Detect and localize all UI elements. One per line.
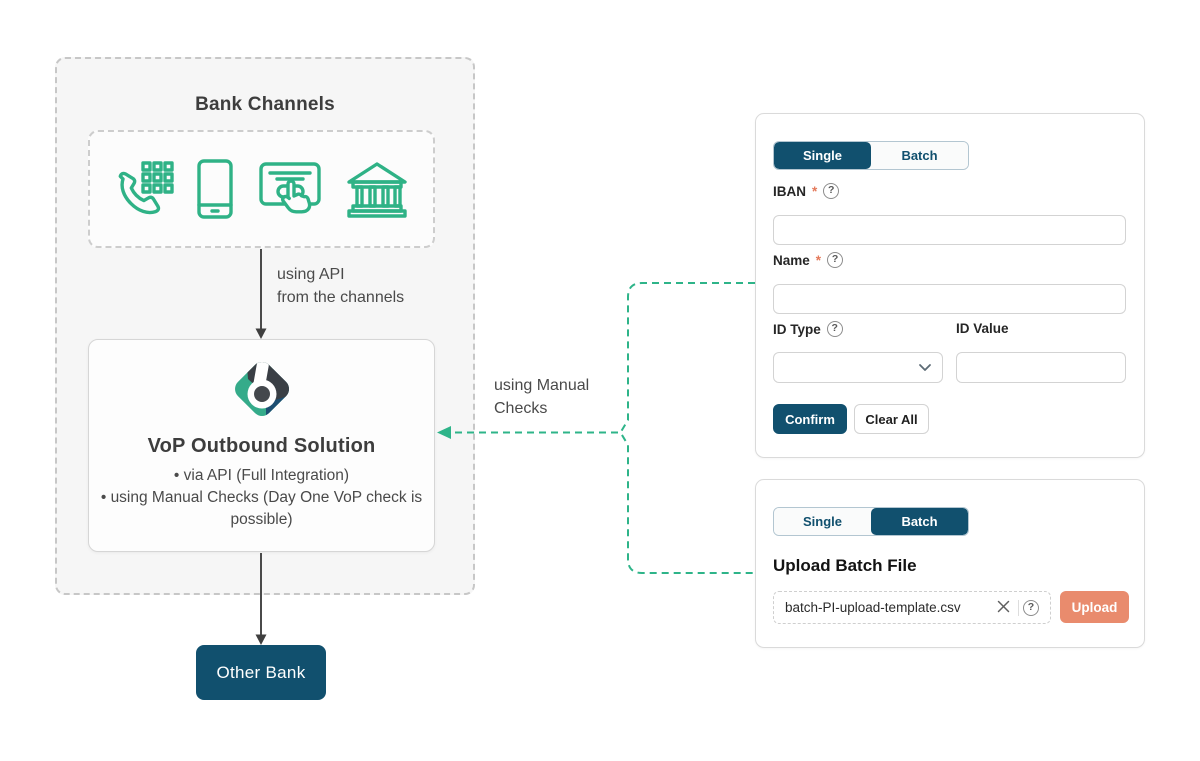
tab-batch[interactable]: Batch <box>871 508 968 535</box>
other-bank-label: Other Bank <box>216 662 306 682</box>
name-label-row: Name * ? <box>773 252 844 268</box>
remove-file-button[interactable] <box>993 600 1014 616</box>
confirm-button[interactable]: Confirm <box>773 404 847 434</box>
vop-feature-item: using Manual Checks (Day One VoP check i… <box>92 487 432 531</box>
upload-button[interactable]: Upload <box>1060 591 1129 623</box>
phone-keypad-icon <box>112 158 176 220</box>
name-label: Name <box>773 252 810 268</box>
id-type-label: ID Type <box>773 321 821 337</box>
clear-all-button[interactable]: Clear All <box>854 404 929 434</box>
using-manual-checks-label: using Manual Checks <box>494 377 590 418</box>
single-panel-tab-group: Single Batch <box>773 141 969 170</box>
chevron-down-icon <box>918 359 932 377</box>
vop-brand-logo-icon <box>226 353 298 430</box>
other-bank-node[interactable]: Other Bank <box>196 645 326 700</box>
single-verification-panel: Single Batch IBAN * ? Name * ? ID Type ?… <box>755 113 1145 458</box>
name-input[interactable] <box>773 284 1126 314</box>
tab-single[interactable]: Single <box>774 508 871 535</box>
batch-file-dropzone[interactable]: batch-PI-upload-template.csv ? <box>773 591 1051 624</box>
bank-channels-title: Bank Channels <box>195 94 335 115</box>
id-value-input[interactable] <box>956 352 1126 383</box>
vop-feature-list: via API (Full Integration) using Manual … <box>92 465 432 531</box>
channel-icons-box <box>88 130 435 248</box>
upload-batch-file-heading: Upload Batch File <box>773 556 917 575</box>
id-type-help-icon[interactable]: ? <box>826 321 843 337</box>
id-type-select[interactable] <box>773 352 943 383</box>
required-asterisk: * <box>815 252 822 268</box>
batch-upload-panel: Single Batch Upload Batch File batch-PI-… <box>755 479 1145 648</box>
vop-card-title: VoP Outbound Solution <box>147 435 376 457</box>
mobile-phone-icon <box>192 158 238 220</box>
iban-label: IBAN <box>773 183 806 199</box>
iban-label-row: IBAN * ? <box>773 183 840 199</box>
bank-building-icon <box>343 159 411 219</box>
id-value-label: ID Value <box>956 321 1009 336</box>
using-api-label: using API from the channels <box>277 266 405 306</box>
vop-outbound-solution-card: VoP Outbound Solution via API (Full Inte… <box>88 339 435 552</box>
tab-single[interactable]: Single <box>774 142 871 169</box>
vop-feature-item: via API (Full Integration) <box>92 465 432 487</box>
tab-batch[interactable]: Batch <box>871 142 968 169</box>
batch-file-help-icon[interactable]: ? <box>1023 599 1039 616</box>
name-help-icon[interactable]: ? <box>827 252 844 268</box>
required-asterisk: * <box>812 183 818 199</box>
iban-help-icon[interactable]: ? <box>823 183 840 199</box>
id-type-label-row: ID Type ? <box>773 321 843 337</box>
icon-divider <box>1018 599 1019 616</box>
batch-panel-tab-group: Single Batch <box>773 507 969 536</box>
online-banking-touch-icon <box>255 158 327 220</box>
iban-input[interactable] <box>773 215 1126 245</box>
selected-file-name: batch-PI-upload-template.csv <box>785 600 961 615</box>
id-value-label-row: ID Value <box>956 321 1009 336</box>
close-icon <box>997 600 1010 616</box>
